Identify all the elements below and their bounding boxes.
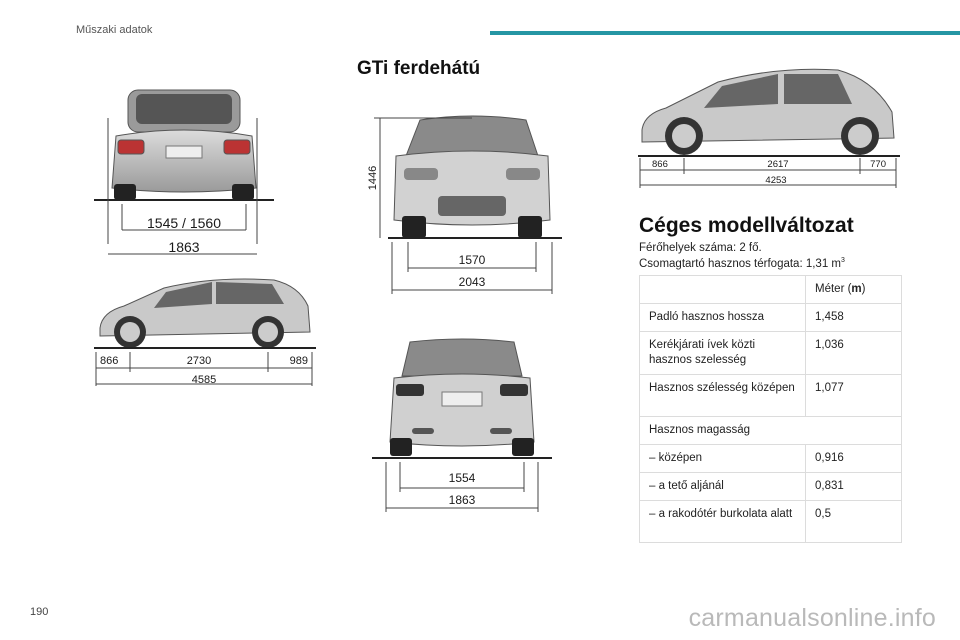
hatch-side-view-drawing: 866 2617 770 4253	[638, 62, 900, 190]
table-cell-label: Hasznos magasság	[639, 416, 902, 445]
company-version-title: Céges modellváltozat	[639, 214, 854, 237]
sw-rear-view-drawing: 1545 / 1560 1863	[94, 84, 274, 264]
table-cell-label: – a rakodótér burkolata alatt	[639, 500, 806, 543]
hatch-rear-view-drawing: 1554 1863	[372, 334, 552, 514]
table-header-empty	[639, 275, 806, 304]
dim-sw-rear-overhang: 989	[290, 355, 308, 367]
page-title: GTi ferdehátú	[357, 58, 481, 79]
table-cell-value: 0,831	[805, 472, 902, 501]
table-row: Padló hasznos hossza 1,458	[639, 303, 902, 332]
volume-text: Csomagtartó hasznos térfogata: 1,31 m	[639, 257, 841, 270]
table-row: Hasznos magasság	[639, 416, 902, 445]
hatch-front-view-drawing: 1446 1570 2043	[362, 108, 562, 298]
dim-sw-rear-width: 1863	[168, 239, 199, 255]
table-cell-value: 1,036	[805, 331, 902, 375]
table-cell-value: 0,916	[805, 444, 902, 473]
dim-hatch-front-track: 1570	[459, 253, 486, 267]
volume-info: Csomagtartó hasznos térfogata: 1,31 m3	[639, 257, 845, 270]
table-cell-value: 1,458	[805, 303, 902, 332]
table-cell-label: Kerékjárati ívek közti hasznos szelesség	[639, 331, 806, 375]
table-cell-label: – a tető aljánál	[639, 472, 806, 501]
dim-hatch-width-mirrors: 2043	[459, 275, 486, 289]
dim-sw-front-overhang: 866	[100, 355, 118, 367]
table-cell-label: Hasznos szélesség középen	[639, 374, 806, 417]
dim-hatch-height: 1446	[367, 166, 379, 190]
dim-hatch-front-overhang: 866	[652, 159, 668, 170]
table-cell-value: 1,077	[805, 374, 902, 417]
dim-hatch-rear-width: 1863	[449, 493, 476, 507]
section-header-label: Műszaki adatok	[76, 24, 153, 36]
dim-hatch-length: 4253	[765, 175, 786, 186]
table-row: – a rakodótér burkolata alatt 0,5	[639, 500, 902, 543]
dim-hatch-rear-overhang: 770	[870, 159, 886, 170]
table-unit-header: Méter (m)	[805, 275, 902, 304]
company-dimensions-table: Méter (m) Padló hasznos hossza 1,458 Ker…	[639, 275, 902, 543]
table-row: – középen 0,916	[639, 444, 902, 473]
dim-hatch-wheelbase: 2617	[767, 159, 788, 170]
watermark: carmanualsonline.info	[688, 604, 936, 632]
page-number: 190	[30, 606, 49, 618]
table-cell-value: 0,5	[805, 500, 902, 543]
table-row: Hasznos szélesség középen 1,077	[639, 374, 902, 417]
dim-hatch-rear-track: 1554	[449, 471, 476, 485]
sw-side-view-drawing: 866 2730 989 4585	[94, 270, 316, 392]
dim-sw-rear-track: 1545 / 1560	[147, 215, 221, 231]
seats-info: Férőhelyek száma: 2 fő.	[639, 242, 762, 254]
table-cell-label: Padló hasznos hossza	[639, 303, 806, 332]
header-accent-bar	[490, 31, 960, 35]
table-header-row: Méter (m)	[639, 275, 902, 304]
table-row: Kerékjárati ívek közti hasznos szelesség…	[639, 331, 902, 375]
dim-sw-length: 4585	[192, 374, 216, 386]
table-row: – a tető aljánál 0,831	[639, 472, 902, 501]
table-cell-label: – középen	[639, 444, 806, 473]
dim-sw-wheelbase: 2730	[187, 355, 211, 367]
volume-unit-sup: 3	[841, 257, 845, 264]
